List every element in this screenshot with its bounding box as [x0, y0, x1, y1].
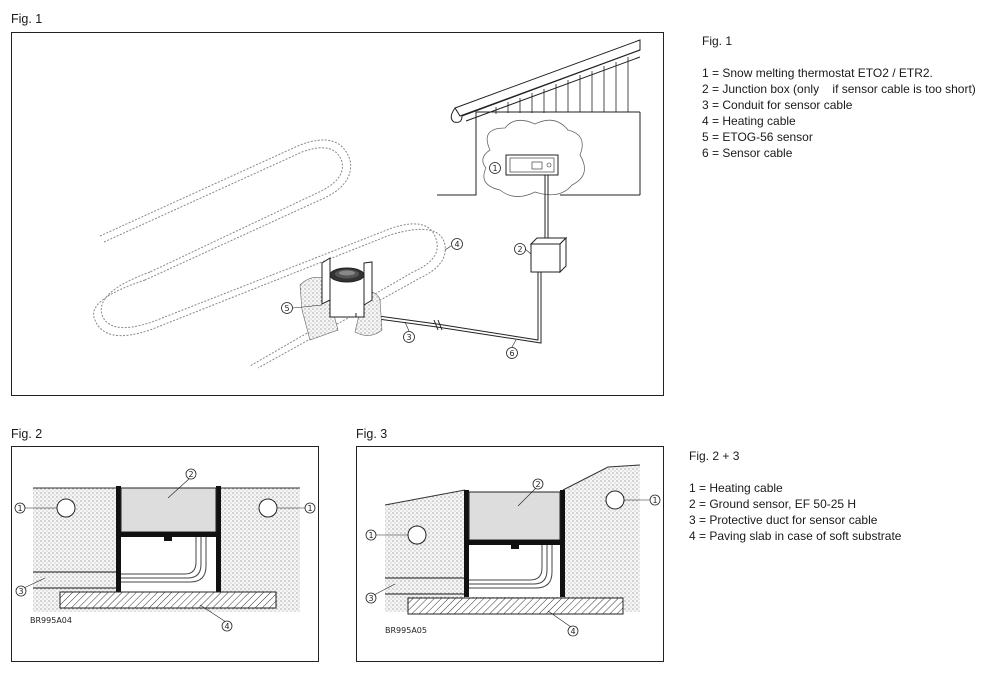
fig1-marker-2-circle: [514, 243, 526, 255]
fig1-marker-4: 4: [454, 240, 459, 249]
fig1-legend-title: Fig. 1: [702, 34, 733, 48]
fig3-label: Fig. 3: [356, 427, 388, 441]
fig1-marker-5: 5: [284, 304, 289, 313]
house-roof: [450, 39, 641, 123]
fig23-legend-item-3: 3 = Protective duct for sensor cable: [689, 513, 878, 527]
heating-cable-loops: [93, 139, 446, 369]
fig23-legend: Fig. 2 + 3 1 = Heating cable 2 = Ground …: [689, 448, 901, 544]
fig1-marker-1: 1: [492, 164, 497, 173]
fig1-legend: Fig. 1 1 = Snow melting thermostat ETO2 …: [702, 33, 976, 161]
fig1-illustration: 1 2 3 4 5 6: [93, 39, 641, 369]
fig1-legend-item-1: 1 = Snow melting thermostat ETO2 / ETR2.: [702, 66, 933, 80]
fig1-legend-item-2: 2 = Junction box (only if sensor cable i…: [702, 82, 976, 96]
fig23-legend-title: Fig. 2 + 3: [689, 449, 740, 463]
fig1-legend-item-4: 4 = Heating cable: [702, 114, 796, 128]
fig1-legend-item-6: 6 = Sensor cable: [702, 146, 793, 160]
fig1-marker-5-circle: [281, 302, 293, 314]
house-wall: [437, 111, 641, 196]
fig1-marker-1-circle: [489, 162, 501, 174]
fig2-drawing-code: BR995A04: [30, 616, 72, 625]
fig2-marker-1b: 1: [307, 504, 312, 513]
ground-sensor: [299, 257, 383, 341]
thermostat-unit: [505, 154, 559, 176]
fig2-marker-3: 3: [18, 587, 23, 596]
fig1-marker-2: 2: [517, 245, 522, 254]
fig3-marker-1a: 1: [368, 531, 373, 540]
fig1-marker-4-circle: [451, 238, 463, 250]
fig2-marker-2: 2: [188, 470, 193, 479]
fig3-marker-1b: 1: [652, 496, 657, 505]
fig23-legend-item-1: 1 = Heating cable: [689, 481, 783, 495]
fig2-marker-1a: 1: [17, 504, 22, 513]
fig1-label: Fig. 1: [11, 12, 43, 26]
fig2-label: Fig. 2: [11, 427, 43, 441]
fig3-illustration: 1 2 1 3 4 BR995A05: [365, 464, 661, 637]
fig1-legend-item-3: 3 = Conduit for sensor cable: [702, 98, 853, 112]
fig23-legend-item-2: 2 = Ground sensor, EF 50-25 H: [689, 497, 857, 511]
fig3-marker-2: 2: [535, 480, 540, 489]
fig2-illustration: 1 2 1 3 4 BR995A04: [14, 468, 316, 632]
fig1-marker-3-circle: [403, 331, 415, 343]
fig1-marker-3: 3: [406, 333, 411, 342]
fig3-marker-3: 3: [368, 594, 373, 603]
sensor-cable-vertical: [544, 175, 549, 240]
junction-box: [529, 236, 568, 274]
fig23-legend-item-4: 4 = Paving slab in case of soft substrat…: [689, 529, 902, 543]
fig3-drawing-code: BR995A05: [385, 626, 427, 635]
indoor-cloud: [482, 119, 585, 197]
fig1-marker-6: 6: [509, 349, 514, 358]
fig1-marker-6-circle: [506, 347, 518, 359]
fig3-marker-4: 4: [570, 627, 575, 636]
fig2-marker-4: 4: [224, 622, 229, 631]
sensor-cable: [355, 272, 542, 344]
fig1-legend-item-5: 5 = ETOG-56 sensor: [702, 130, 813, 144]
